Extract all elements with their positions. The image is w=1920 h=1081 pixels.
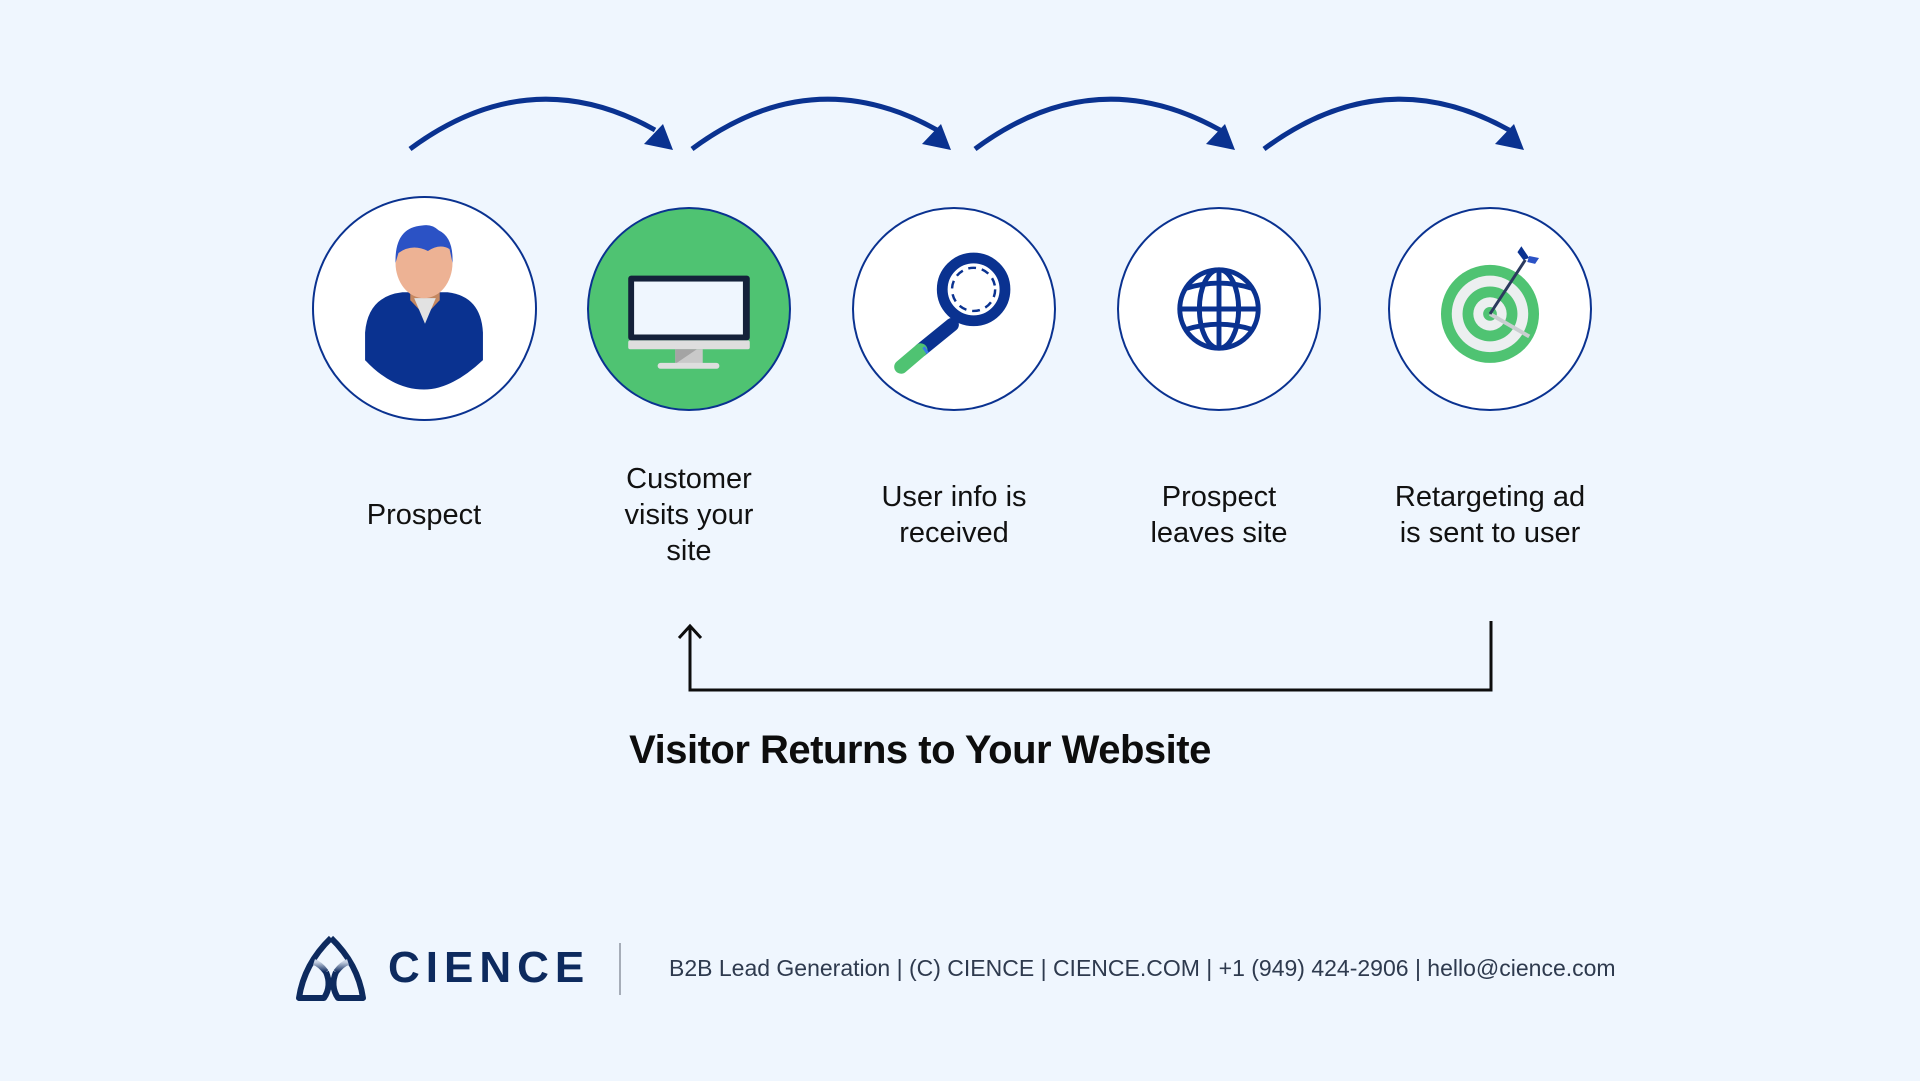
- footer-divider: [619, 943, 621, 995]
- step-label-retargeting: Retargeting ad is sent to user: [1370, 479, 1610, 551]
- step-label-prospect: Prospect: [304, 497, 544, 533]
- label-line: visits your: [624, 499, 754, 531]
- arrow-1-2: [408, 96, 657, 152]
- label-line: Prospect: [1161, 481, 1277, 513]
- label-line: Customer: [626, 463, 752, 495]
- arrow-2-3: [690, 96, 939, 152]
- footer-tagline: B2B Lead Generation | (C) CIENCE | CIENC…: [669, 955, 1616, 981]
- label-line: leaves site: [1150, 517, 1288, 549]
- step-circle-leaves: [1117, 207, 1321, 411]
- step-circle-visit: [587, 207, 791, 411]
- step-label-info: User info is received: [834, 479, 1074, 551]
- label-line: is sent to user: [1399, 517, 1581, 549]
- magnifier-icon: [894, 252, 1011, 374]
- arrowhead-4: [1495, 124, 1524, 150]
- label-line: received: [899, 517, 1009, 549]
- label-line: User info is: [881, 481, 1027, 513]
- target-icon: [1440, 246, 1540, 363]
- label-line: Retargeting ad: [1394, 481, 1586, 513]
- monitor-icon: [628, 275, 750, 369]
- globe-icon: [1177, 267, 1261, 351]
- return-arrowhead: [677, 623, 703, 640]
- arrowhead-2: [922, 124, 951, 150]
- person-icon: [365, 225, 483, 390]
- return-line: [688, 621, 1493, 692]
- arrow-4-5: [1262, 96, 1511, 152]
- brand-wordmark: CIENCE: [388, 943, 591, 992]
- arrow-3-4: [973, 96, 1222, 152]
- step-label-leaves: Prospect leaves site: [1099, 479, 1339, 551]
- return-title: Visitor Returns to Your Website: [629, 728, 1211, 772]
- step-circle-retargeting: [1388, 207, 1592, 411]
- step-circle-info: [852, 207, 1056, 411]
- step-label-visit: Customer visits your site: [569, 461, 809, 569]
- arrowhead-1: [644, 124, 673, 150]
- label-line: Prospect: [366, 499, 482, 531]
- cience-logo-icon: [296, 935, 366, 1001]
- arrowhead-3: [1206, 124, 1235, 150]
- step-circle-prospect: [312, 196, 537, 421]
- label-line: site: [666, 535, 712, 567]
